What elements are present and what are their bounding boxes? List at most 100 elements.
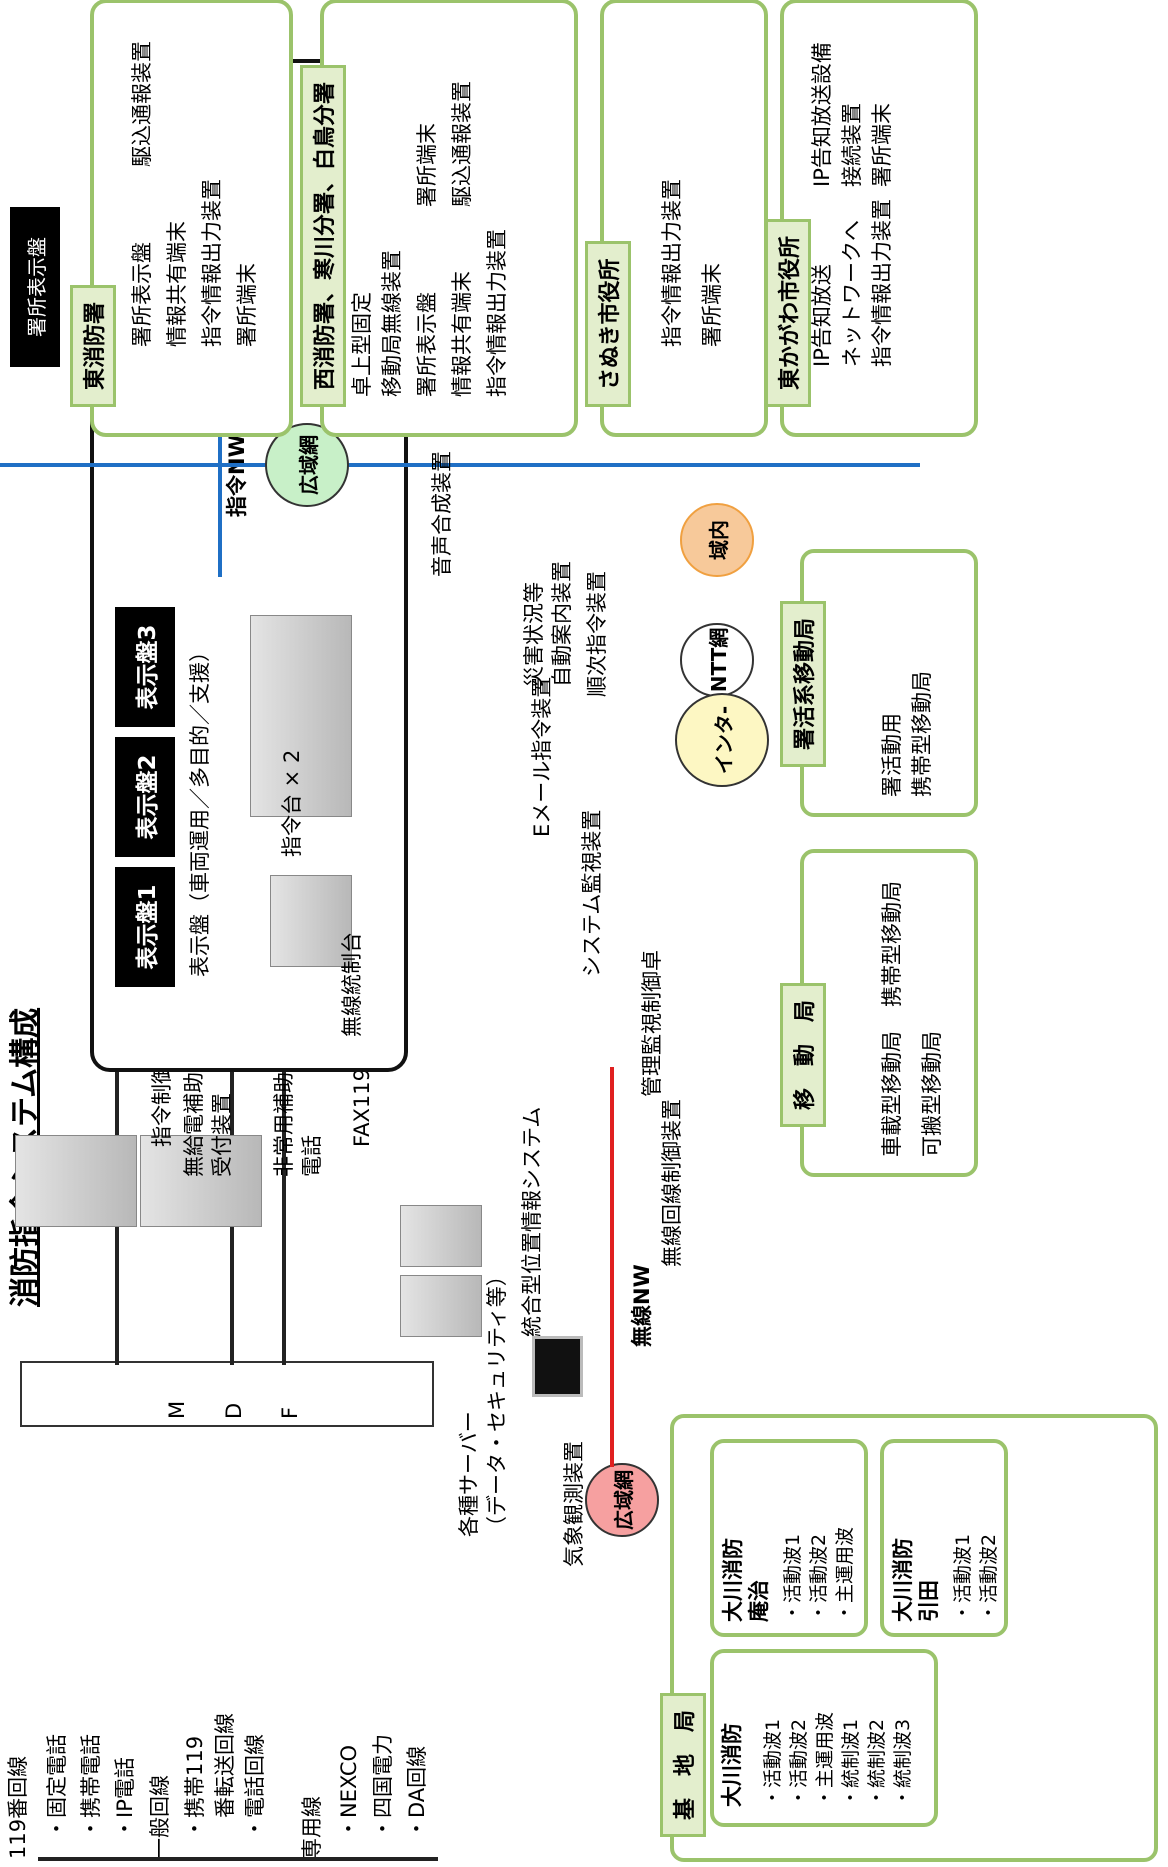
higashikagawa-office-tag: 東かがわ市役所 xyxy=(765,218,811,407)
weather-monitor-icon xyxy=(532,1336,583,1397)
mobile-tag: 移 動 局 xyxy=(780,982,826,1127)
line-header: 119番回線 xyxy=(6,1755,30,1859)
line-list-119: ・固定電話 ・携帯電話 ・IP電話 xyxy=(40,1734,142,1839)
okawa-base-list: ・活動波1 ・活動波2 ・主運用波 ・統制波1 ・統制波2 ・統制波3 xyxy=(760,1712,916,1807)
higashikagawa-item: ネットワークへ xyxy=(840,220,864,367)
east-station-item: 指令情報出力装置 xyxy=(200,179,224,347)
general-line-label: 一般回線 xyxy=(148,1775,172,1859)
east-station-item: 署所端末 xyxy=(235,263,259,347)
weather-label: 気象観測装置 xyxy=(562,1441,586,1567)
west-station-item: 指令情報出力装置 xyxy=(485,229,509,397)
sanuki-office-tag: さぬき市役所 xyxy=(585,241,631,407)
switch-label-f: F xyxy=(278,1406,302,1419)
location-system-label: 統合型位置情報システム xyxy=(520,1106,544,1337)
text-line: 大川消防 xyxy=(891,1538,915,1622)
text-line: （データ・セキュリティ等） xyxy=(485,1265,509,1537)
line-list-dedicated: ・NEXCO ・四国電力 ・DA回線 xyxy=(332,1734,434,1839)
mobile-item: 車載型移動局 xyxy=(880,1031,904,1157)
higashikagawa-item: 指令情報出力装置 xyxy=(870,199,894,367)
mobile-item: 携帯型移動局 xyxy=(880,881,904,1007)
line-item: 番転送回線 xyxy=(213,1713,237,1839)
wide-area-network-2: 広域網 xyxy=(585,1463,659,1537)
servers-label: 各種サーバー （データ・セキュリティ等） xyxy=(455,1265,511,1537)
channel-item: ・統制波1 xyxy=(840,1718,862,1807)
hikita-base-name: 大川消防 引田 xyxy=(890,1538,942,1622)
text-line: 域内 xyxy=(706,520,731,560)
channel-item: ・活動波1 xyxy=(952,1533,974,1622)
channel-item: ・統制波3 xyxy=(892,1718,914,1807)
switch-label-d: D xyxy=(222,1402,246,1419)
west-station-tag: 西消防署、寒川分署、白鳥分署 xyxy=(300,64,346,407)
west-station-item: 卓上型固定 xyxy=(350,292,374,397)
higashikagawa-item: IP告知放送設備 xyxy=(810,42,834,187)
dedicated-line-label: 専用線 xyxy=(300,1796,324,1859)
okawa-base-name: 大川消防 xyxy=(720,1723,744,1807)
east-station-panel xyxy=(90,0,293,437)
backbone-line xyxy=(0,463,920,467)
mgmt-console-label: 管理監視制御卓 xyxy=(640,950,664,1097)
station-mobile-item: 携帯型移動局 xyxy=(910,671,934,797)
email-command-label: Eメール指令装置 xyxy=(530,676,554,837)
command-nw-label: 指令NW xyxy=(225,434,249,517)
line-item: ・DA回線 xyxy=(405,1745,429,1839)
wireless-aux-label: 無給電補助 受付装置 xyxy=(180,1072,236,1177)
text-line: 自動案内装置 xyxy=(550,561,574,687)
east-station-item: 駆込通報装置 xyxy=(130,41,154,167)
display-caption: 表示盤（車両運用／多目的／支援） xyxy=(188,641,212,977)
sanuki-office-item: 指令情報出力装置 xyxy=(660,179,684,347)
east-station-item: 情報共有端末 xyxy=(165,221,189,347)
west-station-item: 署所端末 xyxy=(415,123,439,207)
line-item: ・携帯電話 xyxy=(79,1734,103,1839)
radio-console-label: 無線統制台 xyxy=(340,932,364,1037)
local-nw: 域内 xyxy=(680,503,754,577)
text-line: 引田 xyxy=(917,1580,941,1622)
display-panel-2: 表示盤2 xyxy=(115,737,175,857)
channel-item: ・活動波2 xyxy=(808,1533,830,1622)
text-line: 災害状況等 xyxy=(522,582,546,687)
radio-control-label: 無線回線制御装置 xyxy=(660,1099,684,1267)
line-item: ・IP電話 xyxy=(113,1757,137,1839)
text-line: 各種サーバー xyxy=(457,1411,481,1537)
higashikagawa-item: 署所端末 xyxy=(870,103,894,187)
channel-item: ・統制波2 xyxy=(866,1718,888,1807)
line-item: ・固定電話 xyxy=(45,1734,69,1839)
west-station-item: 情報共有端末 xyxy=(450,271,474,397)
disaster-guide-label: 災害状況等 自動案内装置 xyxy=(520,561,576,687)
sequential-command-label: 順次指令装置 xyxy=(585,571,609,697)
server-rack xyxy=(400,1205,482,1267)
higashikagawa-item: IP告知放送 xyxy=(810,264,834,367)
display-panel-3: 表示盤3 xyxy=(115,607,175,727)
line-item: ・NEXCO xyxy=(337,1744,361,1839)
text-line: 受付装置 xyxy=(210,1093,234,1177)
internet-network: インタ- xyxy=(675,693,769,787)
system-monitor-label: システム監視装置 xyxy=(580,809,604,977)
radio-nw-line xyxy=(610,1067,614,1467)
emergency-phone-label: 非常用補助 電話 xyxy=(270,1072,326,1177)
ntt-network: NTT網 xyxy=(680,623,754,697)
higashikagawa-item: 接続装置 xyxy=(840,103,864,187)
text-line: 署所表示盤 xyxy=(24,237,49,337)
west-station-item: 署所表示盤 xyxy=(415,292,439,397)
anji-base-name: 大川消防 庵治 xyxy=(720,1538,772,1622)
anji-base-list: ・活動波1 ・活動波2 ・主運用波 xyxy=(780,1527,858,1622)
text-line: 庵治 xyxy=(747,1580,771,1622)
mobile-item: 可搬型移動局 xyxy=(920,1031,944,1157)
hikita-base-list: ・活動波1 ・活動波2 xyxy=(950,1534,1002,1622)
line-item: ・電話回線 xyxy=(243,1734,267,1839)
radio-nw-label: 無線NW xyxy=(630,1264,654,1347)
command-console-label: 指令台 × 2 xyxy=(280,749,304,857)
west-station-item: 駆込通報装置 xyxy=(450,81,474,207)
text-line: 無給電補助 xyxy=(182,1072,206,1177)
text-line: 大川消防 xyxy=(721,1538,745,1622)
display-panel-1: 表示盤1 xyxy=(115,867,175,987)
line-item: ・四国電力 xyxy=(371,1734,395,1839)
channel-item: ・主運用波 xyxy=(814,1711,836,1807)
text-line: 非常用補助 xyxy=(272,1072,296,1177)
station-mobile-tag: 署活系移動局 xyxy=(780,600,826,767)
line-bracket xyxy=(38,1857,438,1861)
switch-label-m: M xyxy=(165,1400,189,1419)
sanuki-office-item: 署所端末 xyxy=(700,263,724,347)
east-station-item: 署所表示盤 xyxy=(130,242,154,347)
line-list-general: ・携帯119 番転送回線 ・電話回線 xyxy=(180,1713,270,1839)
